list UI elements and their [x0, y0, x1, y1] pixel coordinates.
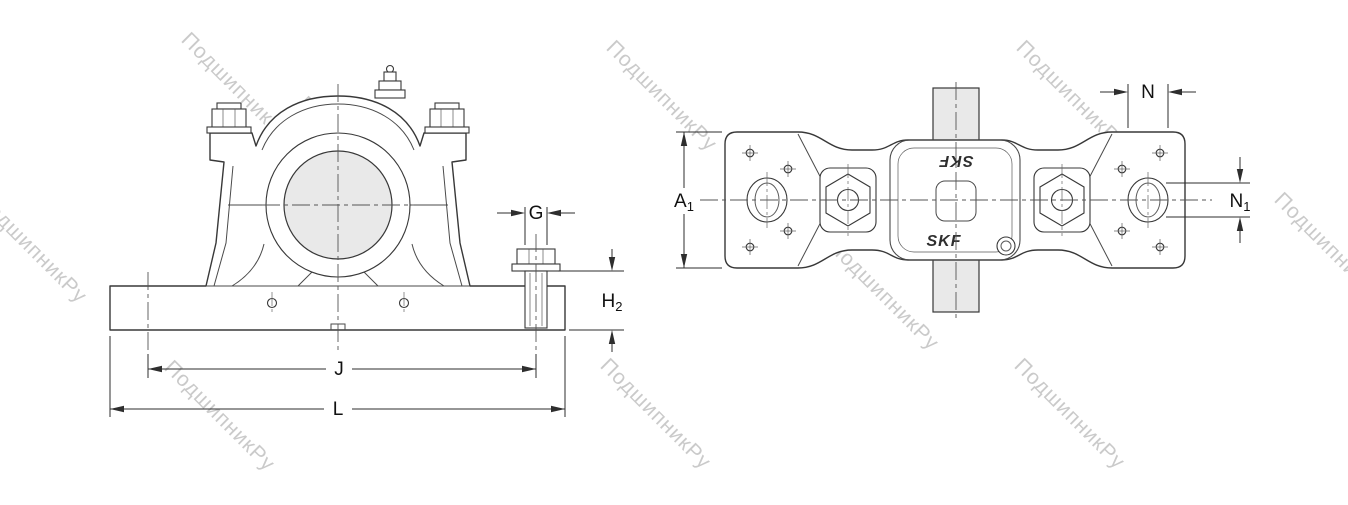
front-view: G H2 J [109, 64, 624, 420]
dimension-label-l: L [333, 399, 344, 420]
top-view: SKF SKF N [674, 82, 1250, 318]
rib-right [411, 243, 445, 287]
chamfer-line [797, 215, 825, 267]
skf-logo-top: SKF [938, 152, 973, 169]
grease-nipple [374, 64, 406, 99]
rib-left [231, 243, 265, 287]
dimension-label-a1: A1 [674, 191, 694, 214]
chamfer-line [1085, 133, 1113, 185]
dimension-H2: H2 [558, 249, 624, 352]
dimension-N1: N1 [1166, 157, 1250, 243]
grease-fitting-top [996, 236, 1016, 256]
dimension-label-n: N [1141, 82, 1155, 103]
chamfer-line [797, 133, 825, 185]
cap-bolt-left [206, 102, 252, 134]
cap-bolt-right [424, 102, 470, 134]
dimension-label-n1: N1 [1230, 191, 1251, 214]
dimension-J: J [147, 354, 537, 380]
dimension-label-j: J [334, 359, 344, 380]
chamfer-line [1085, 215, 1113, 267]
dimension-label-g: G [529, 203, 544, 224]
inner-wall-right [442, 165, 463, 287]
dimension-L: L [109, 336, 566, 420]
cap-inner-arc [261, 103, 415, 151]
corner-holes [742, 145, 1168, 255]
dimension-label-h2: H2 [602, 291, 623, 314]
dimension-A1: A1 [674, 131, 722, 269]
dimension-N: N [1100, 82, 1196, 128]
dimension-G: G [497, 203, 575, 245]
skf-logo-bottom: SKF [927, 233, 962, 250]
inner-wall-left [213, 165, 234, 287]
